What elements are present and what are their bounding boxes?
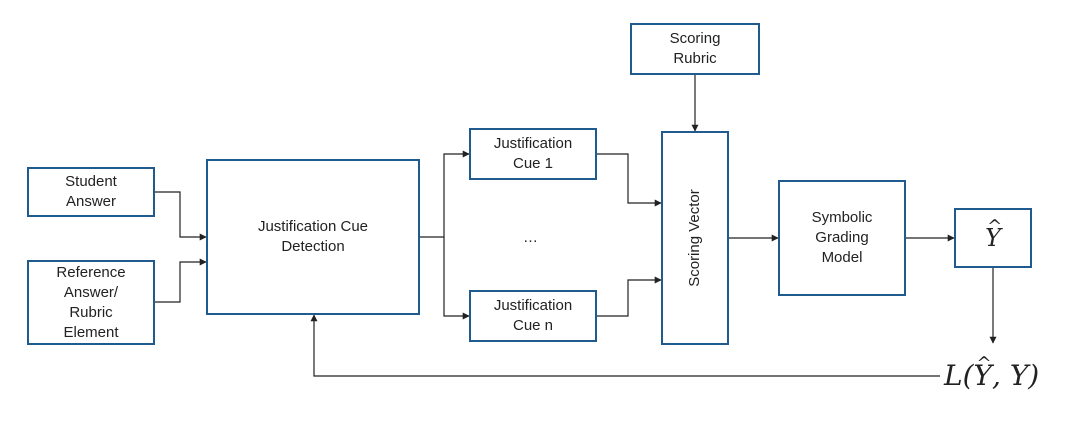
arrow-cue-1-to-scoring-vector bbox=[597, 153, 662, 207]
loss-prefix: L( bbox=[944, 359, 974, 392]
loss-hat-mark: ^ bbox=[976, 353, 992, 374]
grading-model-box: Symbolic Grading Model bbox=[778, 180, 906, 296]
cue-1-box: Justification Cue 1 bbox=[469, 128, 597, 180]
y-hat-box: Y^ bbox=[954, 208, 1032, 268]
cue-detection-label: Justification Cue Detection bbox=[257, 218, 369, 255]
arrow-cue-n-to-scoring-vector bbox=[597, 276, 662, 317]
arrow-detection-to-cue-1 bbox=[420, 150, 470, 238]
arrow-student-to-detection bbox=[155, 191, 207, 241]
cue-n-label: Justification Cue n bbox=[493, 297, 573, 334]
cue-1-label: Justification Cue 1 bbox=[493, 135, 573, 172]
grading-model-label: Symbolic Grading Model bbox=[811, 209, 873, 266]
cue-detection-box: Justification Cue Detection bbox=[206, 159, 420, 315]
ellipsis-text: … bbox=[523, 229, 538, 246]
scoring-vector-label: Scoring Vector bbox=[686, 189, 703, 287]
loss-label: L(Y^, Y) bbox=[944, 353, 1040, 394]
reference-answer-box: Reference Answer/ Rubric Element bbox=[27, 260, 155, 345]
hat-mark: ^ bbox=[987, 216, 1003, 237]
loss-y-hat: Y^ bbox=[974, 353, 992, 390]
loss-separator: , Y) bbox=[992, 359, 1040, 392]
y-hat-symbol: Y^ bbox=[985, 216, 1003, 252]
arrow-detection-to-cue-n bbox=[443, 237, 470, 320]
cue-n-box: Justification Cue n bbox=[469, 290, 597, 342]
scoring-rubric-label: Scoring Rubric bbox=[669, 30, 721, 67]
arrow-loss-feedback-to-detection bbox=[310, 314, 940, 377]
student-answer-label: Student Answer bbox=[65, 173, 117, 210]
scoring-vector-box: Scoring Vector bbox=[661, 131, 729, 345]
arrow-reference-to-detection bbox=[155, 258, 207, 303]
scoring-rubric-box: Scoring Rubric bbox=[630, 23, 760, 75]
reference-answer-label: Reference Answer/ Rubric Element bbox=[56, 263, 126, 341]
student-answer-box: Student Answer bbox=[27, 167, 155, 217]
